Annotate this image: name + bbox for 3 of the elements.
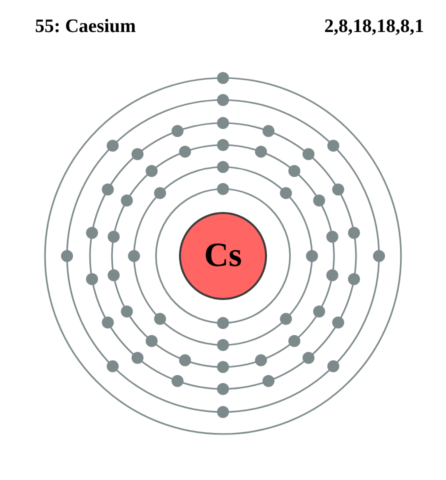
title: 55: Caesium — [35, 15, 136, 39]
element-symbol: Cs — [204, 239, 242, 273]
electron-configuration: 2,8,18,18,8,1 — [324, 15, 424, 39]
